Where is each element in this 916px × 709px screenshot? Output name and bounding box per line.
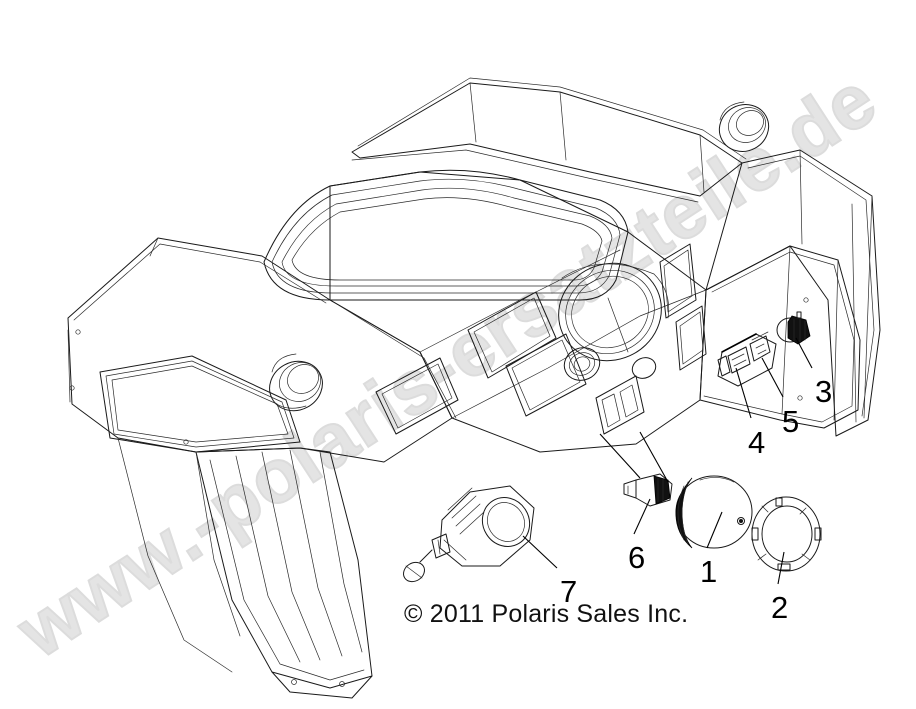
hood-assembly — [351, 77, 747, 203]
callout-number-2: 2 — [771, 590, 789, 625]
callout-number-7: 7 — [560, 574, 578, 609]
gauge-opening — [558, 262, 670, 362]
dash-cutouts — [375, 243, 707, 435]
callout-number-4: 4 — [748, 425, 766, 460]
ignition-opening — [563, 347, 601, 381]
leader-6 — [633, 498, 651, 535]
part-3-accessory-outlet — [776, 311, 811, 345]
part-7-shifter-assembly — [403, 485, 535, 583]
leader-1b — [639, 431, 669, 483]
left-air-vent — [269, 353, 323, 412]
part-6-ignition-switch — [623, 473, 673, 507]
leader-5 — [761, 357, 784, 398]
right-air-vent — [718, 101, 770, 152]
part-4-5-switch-panel — [717, 331, 777, 387]
leader-1 — [706, 511, 723, 549]
part-2-bezel-ring — [751, 496, 822, 572]
callout-number-5: 5 — [782, 404, 800, 439]
leader-3 — [795, 337, 813, 369]
center-console-tunnel — [195, 447, 373, 699]
leader-lines — [522, 337, 813, 585]
leader-4 — [735, 367, 752, 419]
right-pillar — [705, 149, 881, 437]
copyright-notice: © 2011 Polaris Sales Inc. — [404, 600, 689, 628]
leader-6-dash — [599, 433, 641, 479]
callout-number-6: 6 — [628, 540, 646, 575]
callout-number-3: 3 — [815, 374, 833, 409]
left-lower-flank — [117, 437, 241, 673]
leader-2 — [777, 551, 785, 585]
leader-7 — [522, 535, 558, 569]
part-1-gauge — [675, 475, 753, 549]
dash-panel — [67, 171, 861, 463]
callout-number-1: 1 — [700, 554, 718, 589]
